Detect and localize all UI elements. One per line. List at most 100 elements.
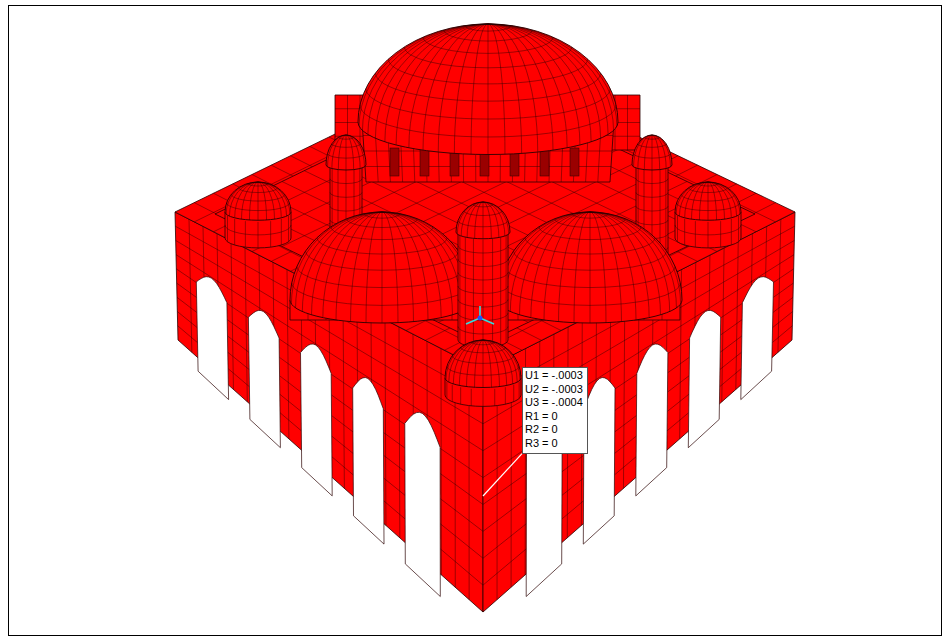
mesh-line xyxy=(574,212,590,323)
mesh-line xyxy=(483,202,491,238)
mesh-line xyxy=(685,182,708,218)
mesh-line xyxy=(317,238,447,254)
mesh-line xyxy=(409,24,488,148)
mesh-line xyxy=(636,193,668,198)
mesh-line xyxy=(681,194,734,201)
mesh-line xyxy=(483,202,484,239)
result-popup: U1 = -.0003U2 = -.0003U3 = -.0004R1 = 0R… xyxy=(522,367,588,454)
mesh-line xyxy=(366,88,610,119)
mesh-line xyxy=(460,387,461,404)
mesh-line xyxy=(519,382,520,399)
mesh-line xyxy=(488,24,553,150)
mesh-line xyxy=(698,183,718,186)
mesh-line xyxy=(505,266,675,287)
mesh-line xyxy=(245,248,247,402)
mesh-line xyxy=(446,382,447,399)
arch-opening xyxy=(583,378,615,545)
mesh-line xyxy=(638,144,666,148)
mesh-line xyxy=(375,73,600,101)
mosque-model xyxy=(175,24,795,612)
arch-opening xyxy=(353,378,384,545)
mesh-line xyxy=(332,135,346,169)
mesh-line xyxy=(458,259,508,267)
result-value: R1 = 0 xyxy=(525,410,583,424)
mesh-line xyxy=(544,212,590,320)
mesh-line xyxy=(385,24,488,142)
mesh-line xyxy=(423,37,553,53)
mesh-line xyxy=(239,188,278,193)
result-value: U3 = -.0004 xyxy=(525,396,583,410)
mesh-line xyxy=(488,24,591,142)
mesh-line xyxy=(331,227,433,240)
mesh-line xyxy=(488,24,522,153)
dome xyxy=(326,135,366,170)
mesh-line xyxy=(634,154,671,159)
arch-opening xyxy=(405,412,441,596)
mesh-line xyxy=(644,137,659,139)
mesh-line xyxy=(708,182,731,218)
mesh-line xyxy=(338,137,353,139)
mesh-line xyxy=(636,206,668,211)
arch-opening xyxy=(196,277,228,400)
arch-opening xyxy=(741,277,774,400)
mesh-line xyxy=(623,298,624,488)
dome xyxy=(225,182,291,220)
dome xyxy=(358,24,618,155)
mesh-face xyxy=(175,212,483,612)
mesh-line xyxy=(235,182,258,218)
mesh-line xyxy=(572,214,608,218)
dome xyxy=(498,212,682,323)
mesh-line xyxy=(483,340,513,384)
mesh-line xyxy=(636,220,668,225)
mesh-line xyxy=(399,327,401,538)
mesh-line xyxy=(458,221,508,227)
mesh-line xyxy=(708,182,737,216)
mesh-line xyxy=(525,238,655,254)
mesh-line xyxy=(461,202,483,236)
leader-line xyxy=(483,454,522,496)
mesh-line xyxy=(346,135,364,167)
mesh-line xyxy=(423,24,488,150)
arch-opening xyxy=(248,310,280,447)
mesh-line xyxy=(513,385,514,402)
mesh-line xyxy=(590,212,591,323)
mesh-line xyxy=(461,347,506,353)
mesh-line xyxy=(287,269,289,438)
dome xyxy=(290,212,474,323)
mesh-line xyxy=(441,348,442,574)
mesh-line xyxy=(505,387,506,404)
mesh-line xyxy=(231,241,233,390)
mesh-line xyxy=(467,202,483,237)
dome xyxy=(632,135,672,170)
mesh-line xyxy=(590,212,676,308)
mesh-line xyxy=(689,188,728,193)
mesh-line xyxy=(258,182,281,218)
mesh-line xyxy=(330,193,362,198)
mesh-line xyxy=(652,135,670,167)
mesh-line xyxy=(444,30,533,41)
mesh-line xyxy=(555,219,625,228)
mesh-line xyxy=(652,135,653,170)
axis-triad xyxy=(466,306,494,324)
mesh-line xyxy=(677,203,740,211)
dome xyxy=(456,202,510,239)
mesh-line xyxy=(364,214,400,218)
mesh-line xyxy=(483,389,484,406)
mesh-line xyxy=(471,342,494,345)
mesh-line xyxy=(471,389,472,406)
mesh-line xyxy=(736,241,738,390)
mesh-line xyxy=(499,212,590,304)
mesh-line xyxy=(488,24,608,134)
mesh-line xyxy=(471,24,488,154)
mesh-face xyxy=(483,212,795,612)
result-value: U1 = -.0003 xyxy=(525,369,583,383)
mesh-line xyxy=(483,340,484,388)
mesh-line xyxy=(447,366,519,375)
mesh-line xyxy=(404,47,571,68)
mesh-line xyxy=(388,59,587,84)
mesh-line xyxy=(458,246,508,254)
mesh-line xyxy=(475,202,483,238)
mesh-line xyxy=(638,135,652,169)
